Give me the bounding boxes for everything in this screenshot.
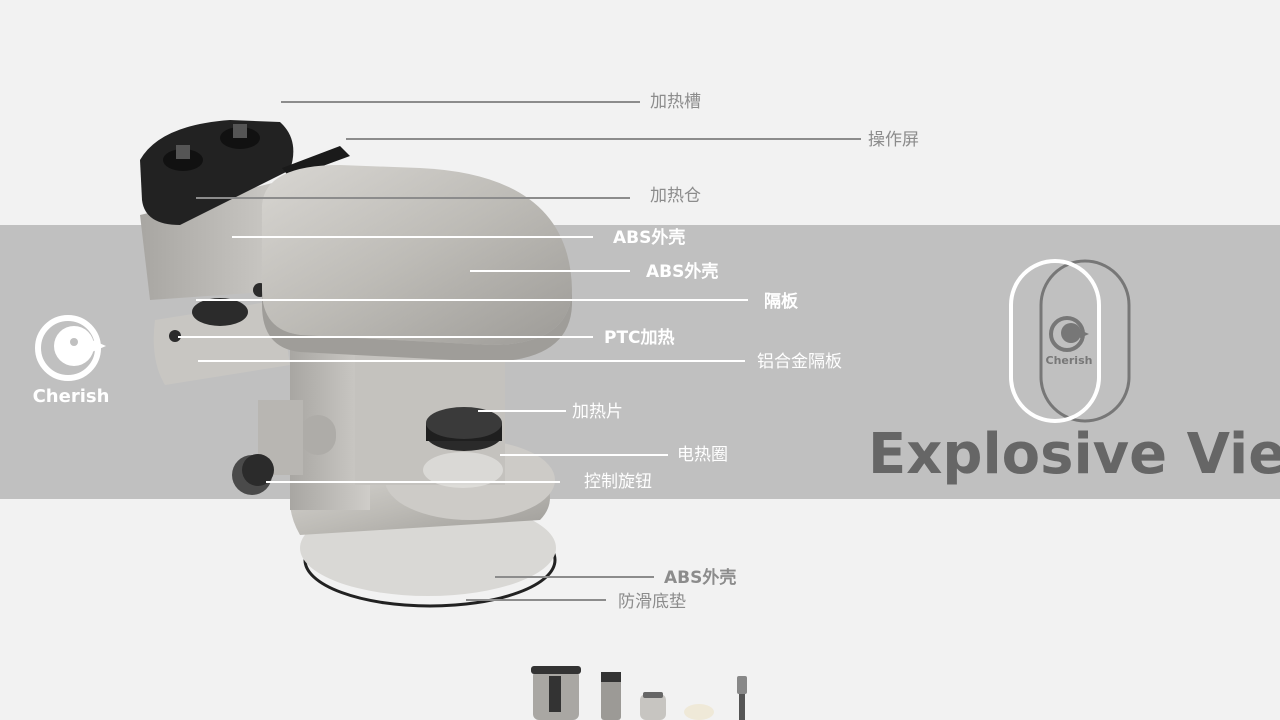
callout-heating-plate: 加热片 xyxy=(572,402,623,422)
callout-partition: 隔板 xyxy=(764,292,798,312)
thumb-cup xyxy=(640,692,666,720)
callout-anti-slip-pad: 防滑底垫 xyxy=(618,592,686,612)
headline: Explosive View xyxy=(868,422,1280,487)
callout-ptc-heating: PTC加热 xyxy=(604,328,675,348)
brand-name: Cherish xyxy=(32,386,110,407)
callout-aluminum-partition: 铝合金隔板 xyxy=(757,352,842,372)
cherish-logo-icon xyxy=(35,315,106,381)
thumb-rice-cooker xyxy=(531,666,581,720)
thumb-stick xyxy=(737,676,747,720)
callout-abs-shell-upper: ABS外壳 xyxy=(613,228,686,248)
callout-control-knob: 控制旋钮 xyxy=(584,472,652,492)
callout-heating-coil: 电热圈 xyxy=(677,445,728,465)
heating-plate-part xyxy=(423,407,503,488)
thumb-bowl xyxy=(684,704,714,720)
heating-slot-part xyxy=(140,120,294,225)
callout-abs-shell-middle: ABS外壳 xyxy=(646,262,719,282)
callout-abs-shell-bottom: ABS外壳 xyxy=(664,568,737,588)
callout-control-screen: 操作屏 xyxy=(868,130,919,150)
callout-heating-slot: 加热槽 xyxy=(650,92,701,112)
badge-brand-name: Cherish xyxy=(1045,354,1093,367)
brand-badge: Cherish xyxy=(1005,258,1135,426)
thumb-bottle xyxy=(601,672,621,720)
brand-logo: Cherish xyxy=(30,312,112,412)
product-thumbnails xyxy=(531,666,747,720)
callout-heating-chamber: 加热仓 xyxy=(650,186,701,206)
control-knob-part xyxy=(232,400,303,495)
